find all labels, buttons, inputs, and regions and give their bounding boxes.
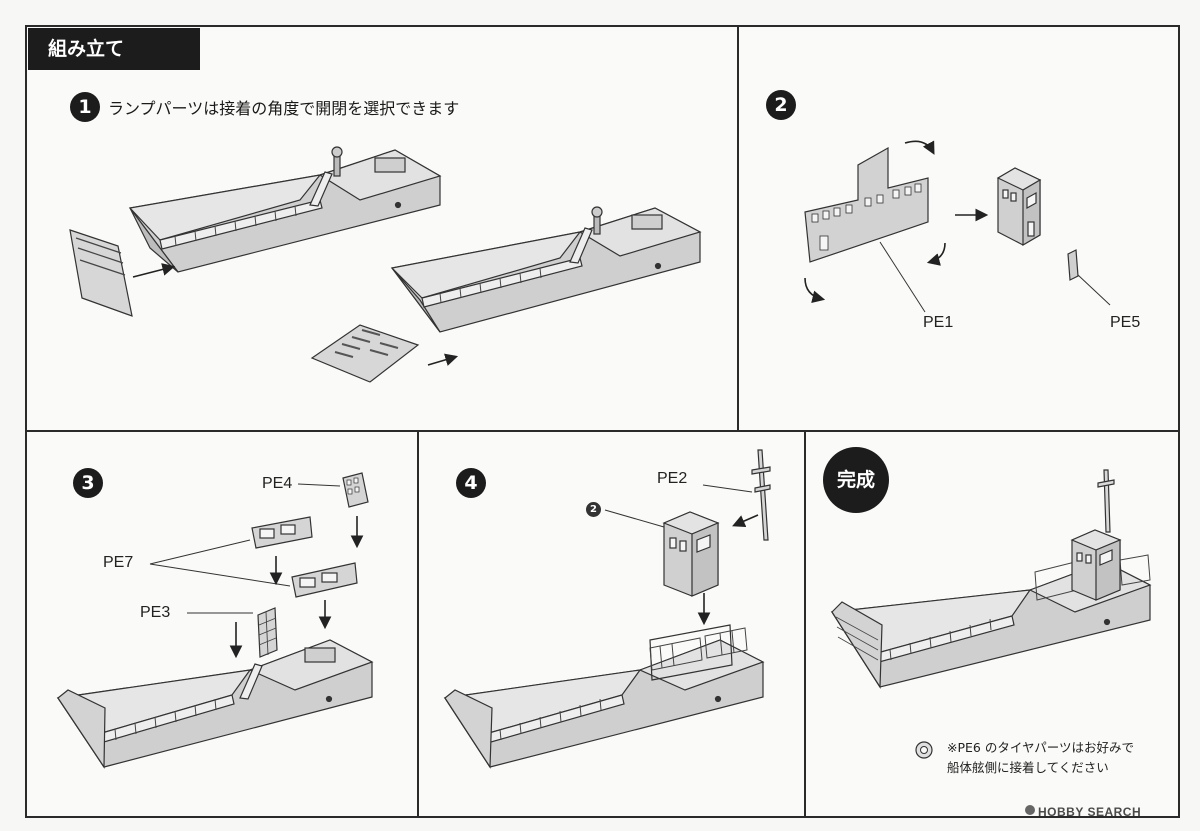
complete-boat (830, 469, 1152, 689)
step3-pe4-part (342, 472, 369, 508)
step4-wheelhouse (662, 511, 720, 597)
step2-wheelhouse (996, 167, 1042, 247)
step2-number: 2 (766, 90, 796, 120)
step1-number: 1 (70, 92, 100, 122)
step2-reference: 2 (586, 502, 601, 517)
step4-number: 4 (456, 468, 486, 498)
note-line2: 船体舷側に接着してください (947, 760, 1109, 775)
step1-hull-second (390, 206, 702, 333)
complete-badge: 完成 (823, 447, 889, 513)
label-pe3: PE3 (140, 604, 171, 621)
step2-pe5-part (1067, 249, 1079, 281)
note-line1: ※PE6 のタイヤパーツはお好みで (947, 740, 1134, 755)
step3-pe7-lower (291, 562, 358, 598)
section-title: 組み立て (28, 28, 200, 70)
watermark: HOBBY SEARCH (1038, 805, 1142, 819)
step3-pe3-frame (257, 607, 278, 658)
label-pe4: PE4 (262, 475, 293, 492)
label-pe5: PE5 (1110, 314, 1141, 331)
step4-pe2-mast (751, 449, 771, 541)
step3-hull (56, 639, 374, 769)
tire-icon (915, 741, 933, 759)
step1-hull-open (128, 146, 442, 273)
label-pe7: PE7 (103, 554, 134, 571)
step2-pe1-sheet (804, 146, 929, 263)
step3-pe7-upper (251, 516, 313, 549)
step1-ramp-part (69, 229, 133, 317)
watermark-logo-icon (1025, 805, 1035, 815)
step1-instruction: ランプパーツは接着の角度で開閉を選択できます (108, 99, 460, 118)
step3-number: 3 (73, 468, 103, 498)
step4-hull (443, 624, 765, 769)
step1-ramp-flat (310, 324, 420, 383)
label-pe2: PE2 (657, 470, 688, 487)
label-pe1: PE1 (923, 314, 954, 331)
